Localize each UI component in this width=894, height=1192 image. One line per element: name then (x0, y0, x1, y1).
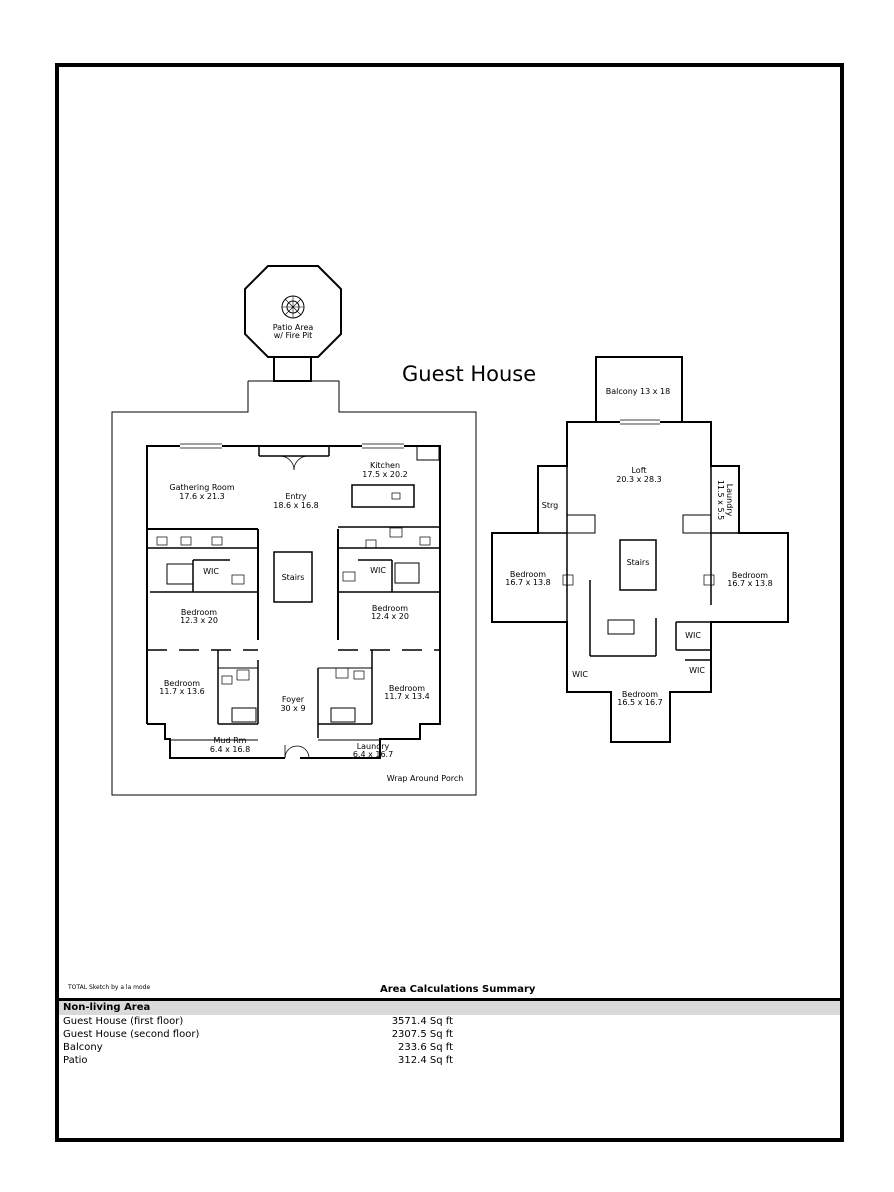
loft-dims: 20.3 x 28.3 (616, 475, 661, 484)
bedroom-mid-left-dims: 12.3 x 20 (180, 616, 218, 625)
laundry-first-dims: 6.4 x 16.7 (353, 750, 393, 759)
page-frame (55, 63, 844, 1142)
area-row-label: Guest House (second floor) (63, 1029, 200, 1040)
area-summary-title: Area Calculations Summary (380, 984, 536, 995)
area-row-value: 233.6 Sq ft (398, 1042, 453, 1053)
balcony-label: Balcony 13 x 18 (606, 387, 670, 396)
area-row-label: Guest House (first floor) (63, 1016, 184, 1027)
kitchen-label: Kitchen (370, 461, 400, 470)
mud-room-label: Mud Rm (214, 736, 247, 745)
bedroom-right-dims: 16.7 x 13.8 (727, 579, 772, 588)
first-floor-plan (111, 265, 477, 796)
area-row-value: 3571.4 Sq ft (391, 1016, 453, 1027)
bedroom-low-left-label: Bedroom (164, 679, 200, 688)
section-band (59, 1001, 840, 1015)
area-row-label: Balcony (63, 1042, 103, 1053)
gathering-room-dims: 17.6 x 21.3 (179, 492, 224, 501)
bedroom-low-right-label: Bedroom (389, 684, 425, 693)
bedroom-left-dims: 16.7 x 13.8 (505, 578, 550, 587)
patio-label-1: Patio Area (273, 323, 314, 332)
stairs-label-first: Stairs (282, 573, 305, 582)
entry-label: Entry (285, 492, 307, 501)
area-row-value: 2307.5 Sq ft (391, 1029, 453, 1040)
area-row-label: Patio (63, 1055, 88, 1066)
foyer-label: Foyer (282, 695, 305, 704)
patio-label-2: w/ Fire Pit (274, 331, 313, 340)
entry-dims: 18.6 x 16.8 (273, 501, 318, 510)
area-row: Patio 312.4 Sq ft (63, 1055, 453, 1068)
gathering-room-label: Gathering Room (169, 483, 234, 492)
wic-left-label: WIC (203, 567, 219, 576)
bedroom-bottom-dims: 16.5 x 16.7 (617, 698, 662, 707)
storage-label: Strg (542, 501, 558, 510)
house-exterior (146, 445, 441, 759)
bedroom-right-label: Bedroom (732, 571, 768, 580)
wic-right-label: WIC (370, 566, 386, 575)
laundry-second-label: Laundry (725, 484, 734, 517)
area-row: Guest House (second floor) 2307.5 Sq ft (63, 1029, 453, 1042)
software-credit: TOTAL Sketch by a la mode (68, 984, 151, 991)
stairs-label-second: Stairs (627, 558, 650, 567)
summary-divider (59, 998, 840, 1001)
bedroom-low-left-dims: 11.7 x 13.6 (159, 687, 204, 696)
loft-label: Loft (631, 466, 646, 475)
area-row: Balcony 233.6 Sq ft (63, 1042, 453, 1055)
porch-outline (111, 380, 477, 796)
porch-label: Wrap Around Porch (387, 774, 464, 783)
bedroom-bottom-label: Bedroom (622, 690, 658, 699)
wic-a-label: WIC (572, 670, 588, 679)
area-row-value: 312.4 Sq ft (398, 1055, 453, 1066)
page-title: Guest House (402, 362, 537, 386)
bedroom-mid-right-dims: 12.4 x 20 (371, 612, 409, 621)
bedroom-low-right-dims: 11.7 x 13.4 (384, 692, 429, 701)
bedroom-left-label: Bedroom (510, 570, 546, 579)
kitchen-dims: 17.5 x 20.2 (362, 470, 407, 479)
bedroom-mid-left-label: Bedroom (181, 608, 217, 617)
area-row: Guest House (first floor) 3571.4 Sq ft (63, 1016, 453, 1029)
bedroom-mid-right-label: Bedroom (372, 604, 408, 613)
second-floor-plan (491, 356, 789, 743)
laundry-first-label: Laundry (357, 742, 390, 751)
foyer-dims: 30 x 9 (280, 704, 305, 713)
laundry-second-dims: 11.5 x 5.5 (716, 480, 725, 520)
patio-outline (244, 265, 342, 358)
section-label: Non-living Area (63, 1002, 151, 1013)
wic-b-label: WIC (685, 631, 701, 640)
room-labels: Patio Area w/ Fire Pit Gathering Room 17… (159, 323, 772, 783)
mud-room-dims: 6.4 x 16.8 (210, 745, 250, 754)
wic-c-label: WIC (689, 666, 705, 675)
